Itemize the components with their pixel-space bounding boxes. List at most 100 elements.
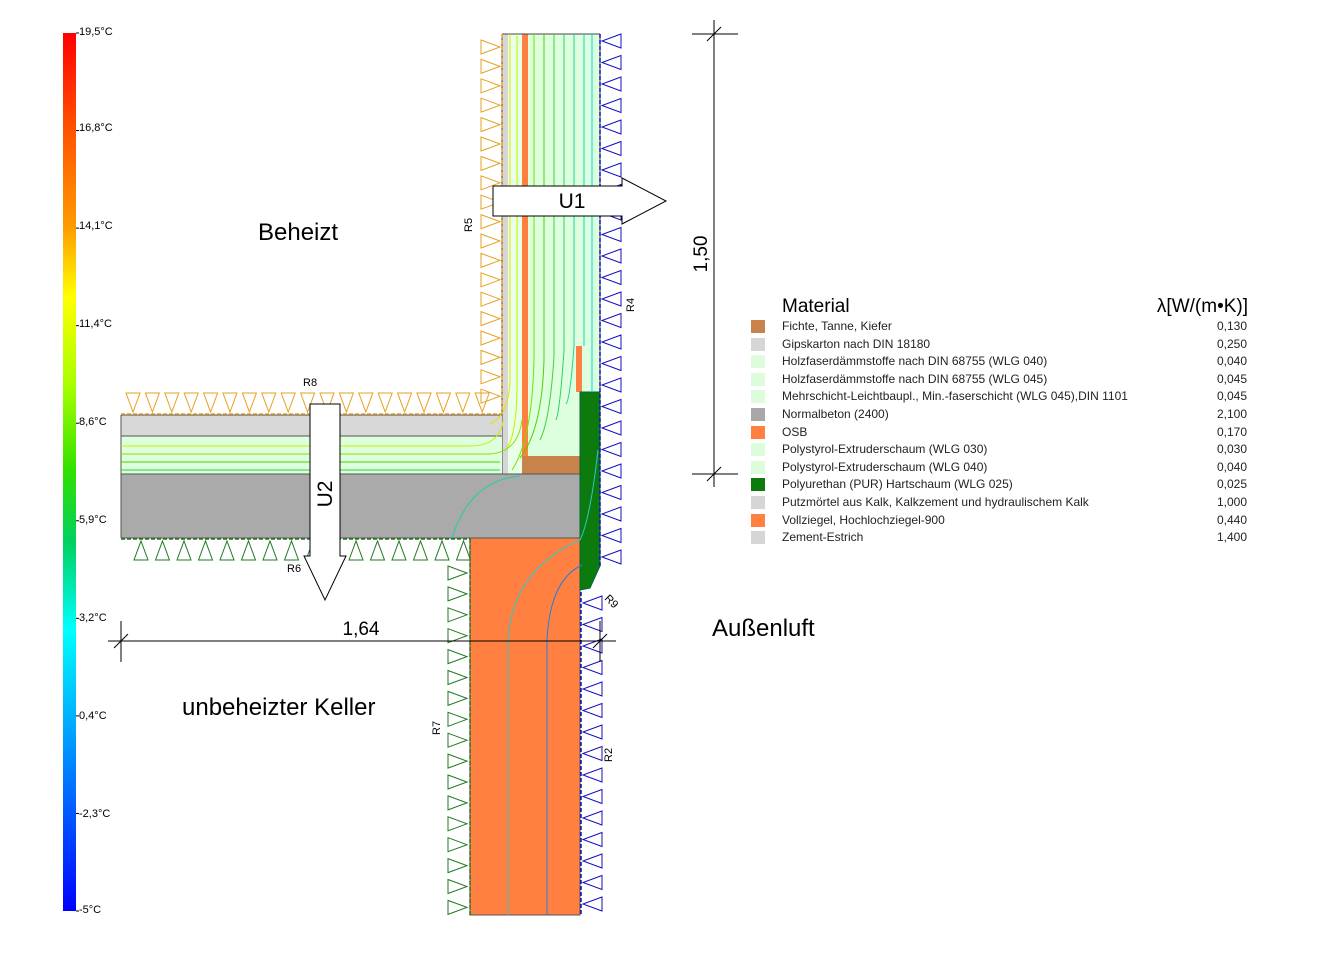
legend-item: Polyurethan (PUR) Hartschaum (WLG 025)0,… (748, 476, 1248, 494)
legend-material-name: Polystyrol-Extruderschaum (WLG 030) (782, 442, 988, 457)
heated-boundary-symbol (358, 392, 374, 414)
heated-boundary-symbol (480, 175, 502, 191)
exterior-boundary-symbol (600, 248, 622, 264)
scale-label: 0,4°C (79, 710, 107, 722)
legend-swatch (751, 407, 765, 421)
exterior-boundary-symbol (600, 226, 622, 243)
legend-lambda-value: 0,440 (1216, 512, 1247, 527)
sill-beam (522, 456, 580, 474)
exterior-boundary-symbol (581, 788, 603, 805)
heated-boundary-symbol (319, 392, 335, 414)
legend-header: Material λ[W/(m•K)] (748, 296, 1248, 318)
legend-item: Holzfaserdämmstoffe nach DIN 68755 (WLG … (748, 353, 1248, 371)
heated-boundary-symbol (183, 392, 199, 414)
boundary-label-r4: R4 (625, 298, 637, 312)
exterior-boundary-symbol (581, 767, 603, 783)
temperature-scale-bar (63, 33, 76, 911)
cellar-boundary-symbol (455, 539, 472, 561)
exterior-boundary-symbol (600, 549, 622, 565)
exterior-boundary-symbol (581, 638, 603, 654)
heated-boundary-symbol (144, 392, 161, 414)
legend-lambda-value: 0,040 (1216, 459, 1247, 474)
legend-material-name: Holzfaserdämmstoffe nach DIN 68755 (WLG … (782, 354, 1048, 369)
cellar-boundary-symbol (447, 669, 469, 686)
heated-boundary-symbols-floor (125, 392, 490, 414)
heated-boundary-symbol (480, 369, 502, 385)
cellar-boundary-symbol (262, 539, 278, 561)
cellar-boundary-symbol (447, 586, 469, 602)
temperature-scale-ticks (76, 32, 79, 912)
temperature-scale-labels: 19,5°C 16,8°C 14,1°C 11,4°C 8,6°C 5,9°C … (79, 26, 113, 916)
isotherm-line (555, 34, 565, 421)
scale-label: 5,9°C (79, 514, 107, 526)
heated-boundary-symbol (338, 392, 355, 414)
scale-label: -5°C (79, 904, 101, 916)
cellar-boundary-symbol (197, 539, 214, 561)
cellar-boundary-symbol (447, 648, 469, 665)
exterior-boundary-symbol (600, 441, 622, 458)
cellar-boundary-symbol (447, 627, 469, 644)
exterior-boundary-symbol (581, 745, 603, 762)
dimension-tick (706, 466, 722, 482)
cellar-boundary-symbol (176, 539, 192, 561)
legend-lambda-value: 0,045 (1216, 389, 1247, 404)
legend-item: Polystyrol-Extruderschaum (WLG 040)0,040 (748, 459, 1248, 477)
exterior-boundary-symbol (581, 810, 603, 826)
isotherm-line (451, 475, 521, 539)
cellar-boundary-symbol (154, 539, 171, 561)
exterior-boundary-symbol (581, 853, 603, 869)
dimension-tick (113, 633, 129, 649)
exterior-boundary-symbol (600, 312, 622, 329)
exterior-boundary-symbol (581, 702, 603, 719)
legend-item: Fichte, Tanne, Kiefer 0,130 (748, 318, 1248, 336)
exterior-boundary-symbol (581, 831, 603, 848)
cellar-boundary-symbol (348, 539, 364, 561)
heated-boundary-symbols-wall (480, 39, 502, 404)
legend-item: Mehrschicht-Leichtbaupl., Min.-faserschi… (748, 388, 1248, 406)
boundary-label-r6: R6 (287, 563, 301, 575)
isotherm-line (489, 34, 511, 425)
isotherm-line (539, 34, 555, 441)
heated-boundary-symbol (480, 194, 502, 210)
width-dimension-label: 1,64 (343, 619, 380, 640)
exterior-boundary-symbol (600, 33, 622, 49)
legend-swatch (751, 460, 765, 474)
legend-title: Material (782, 296, 850, 317)
u2-arrow: U2 (303, 403, 347, 602)
exterior-boundary-symbol (581, 896, 603, 912)
exterior-boundary-symbol (581, 659, 603, 676)
heated-boundary-symbol (480, 291, 502, 307)
zone-label-cellar: unbeheizter Keller (182, 694, 375, 721)
exterior-boundary-symbol (581, 681, 603, 697)
cellar-boundary-symbol (447, 753, 469, 769)
exterior-boundary-symbol (600, 355, 622, 372)
heated-boundary-symbol (396, 392, 413, 414)
boundary-label-r5: R5 (463, 218, 475, 232)
exterior-boundary-symbol (600, 484, 622, 501)
exterior-boundary-symbol (600, 162, 622, 178)
legend-swatch (751, 478, 765, 492)
heated-boundary-symbol (377, 392, 393, 414)
legend-lambda-value: 0,130 (1216, 319, 1247, 333)
cellar-boundary-symbol (447, 732, 469, 748)
exterior-boundary-symbol (600, 527, 622, 544)
heated-boundary-symbol (164, 392, 180, 414)
heated-boundary-symbol (480, 58, 502, 75)
exterior-boundary-symbol (600, 269, 622, 286)
heated-boundary-symbol (202, 392, 219, 414)
heated-boundary-symbol (480, 388, 502, 404)
wall-lower-insulation (528, 392, 580, 456)
legend-lambda-value: 0,030 (1216, 442, 1247, 457)
cellar-boundary-symbol (219, 539, 235, 561)
isotherms (121, 34, 599, 915)
exterior-boundary-symbol (600, 398, 622, 415)
scale-label: 3,2°C (79, 612, 107, 624)
cellar-boundary-symbol (412, 539, 429, 561)
heated-boundary-symbol (280, 392, 296, 414)
legend-material-name: Fichte, Tanne, Kiefer (782, 319, 892, 333)
isotherm-line (504, 34, 518, 451)
exterior-boundary-symbol (581, 595, 603, 611)
cellar-boundary-symbol (447, 836, 469, 853)
heated-boundary-symbol (435, 392, 452, 414)
